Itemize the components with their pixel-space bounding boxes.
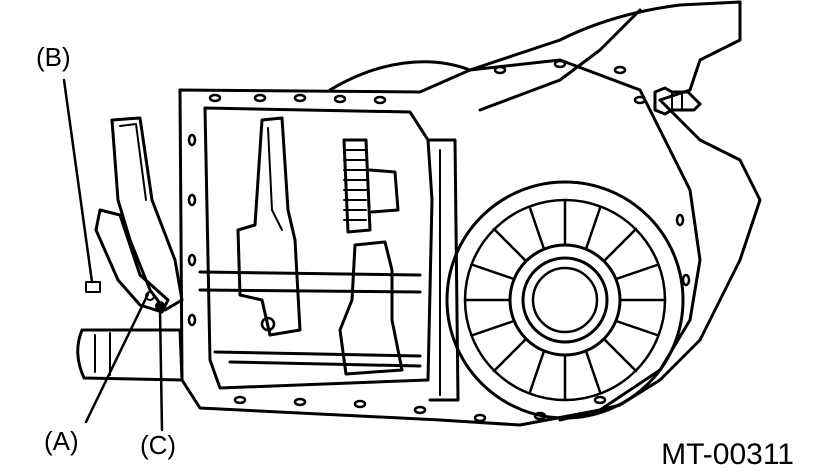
lower-shaft-tube bbox=[76, 328, 184, 382]
leader-line-c bbox=[158, 308, 164, 432]
shift-rails bbox=[198, 270, 422, 368]
shift-fork-left bbox=[236, 116, 302, 337]
shift-lever-arm bbox=[94, 208, 170, 314]
countershaft-gear bbox=[342, 138, 400, 234]
vent-fitting bbox=[653, 86, 702, 116]
leader-line-a bbox=[84, 292, 150, 424]
frame-bolt-holes bbox=[187, 59, 691, 423]
pivot-a-marker bbox=[145, 291, 155, 301]
figure-id: MT-00311 bbox=[661, 438, 794, 471]
bearing-housing-spokes bbox=[463, 198, 667, 402]
callout-label-a: (A) bbox=[44, 426, 79, 456]
shift-fork-right bbox=[338, 240, 404, 376]
leader-line-b bbox=[62, 78, 94, 284]
housing-top-ridge bbox=[478, 8, 642, 112]
bolt-c-marker bbox=[155, 301, 165, 311]
case-frame-inner bbox=[203, 106, 434, 390]
center-divider bbox=[426, 138, 460, 402]
callout-label-c: (C) bbox=[140, 430, 177, 460]
upper-housing-outline bbox=[328, 0, 742, 102]
left-bracket bbox=[110, 116, 184, 312]
callout-label-b: (B) bbox=[36, 42, 71, 72]
case-frame-outer bbox=[178, 58, 702, 427]
